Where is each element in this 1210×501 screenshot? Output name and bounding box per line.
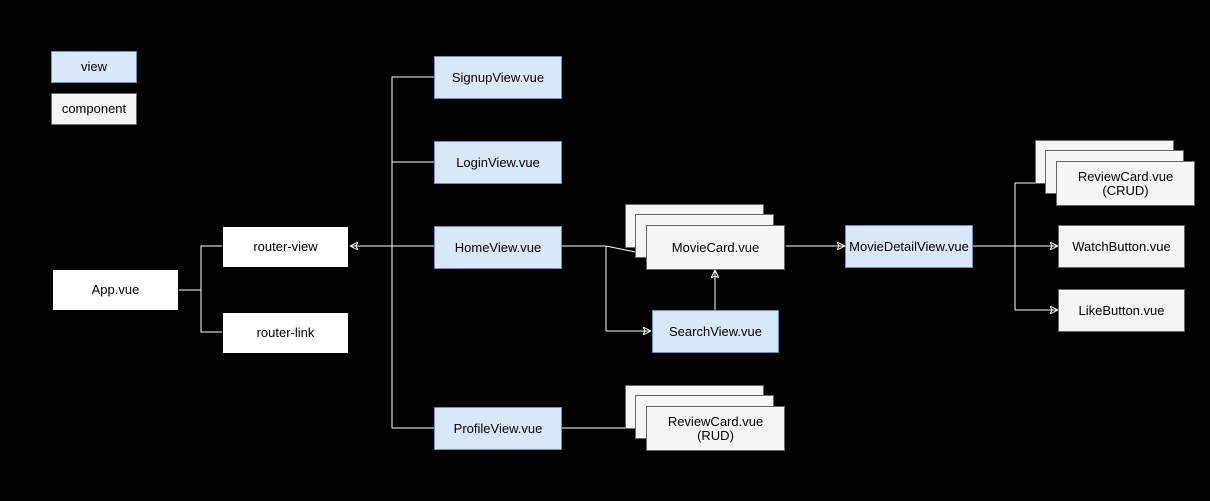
node-login-view: LoginView.vue	[434, 141, 562, 184]
node-search-view: SearchView.vue	[652, 310, 779, 353]
node-router-view-label: router-view	[253, 239, 318, 254]
edge-app-router	[179, 245, 222, 333]
node-movie-detail-view: MovieDetailView.vue	[845, 225, 973, 268]
node-home-view: HomeView.vue	[434, 226, 562, 269]
node-review-card-crud-title: ReviewCard.vue	[1077, 168, 1174, 184]
legend-component: component	[51, 93, 137, 125]
node-review-card-crud: ReviewCard.vue (CRUD)	[1056, 161, 1195, 206]
node-review-card-rud-title: ReviewCard.vue	[667, 413, 764, 429]
edge-views-trunk	[391, 76, 434, 429]
node-router-view: router-view	[222, 226, 349, 268]
node-review-card-rud: ReviewCard.vue (RUD)	[646, 406, 785, 451]
node-home-label: HomeView.vue	[454, 239, 542, 255]
node-movie-detail-label: MovieDetailView.vue	[849, 238, 969, 254]
node-search-label: SearchView.vue	[669, 323, 762, 339]
node-profile-view: ProfileView.vue	[434, 407, 562, 450]
edge-detail-trunk	[973, 182, 1040, 310]
legend-view-label: view	[80, 59, 107, 74]
node-router-link: router-link	[222, 312, 349, 354]
node-review-card-crud-mode: (CRUD)	[1102, 182, 1149, 198]
node-like-button-label: LikeButton.vue	[1078, 302, 1165, 318]
legend-component-label: component	[61, 101, 127, 116]
node-watch-button: WatchButton.vue	[1058, 225, 1185, 268]
node-movie-card: MovieCard.vue	[646, 225, 785, 270]
node-login-label: LoginView.vue	[456, 154, 540, 170]
node-watch-button-label: WatchButton.vue	[1072, 238, 1171, 254]
node-movie-card-label: MovieCard.vue	[671, 239, 760, 255]
node-review-card-rud-mode: (RUD)	[697, 427, 734, 443]
node-app-label: App.vue	[91, 282, 140, 297]
node-router-link-label: router-link	[256, 325, 315, 340]
node-signup-label: SignupView.vue	[451, 69, 545, 85]
node-app: App.vue	[52, 269, 179, 311]
node-like-button: LikeButton.vue	[1058, 289, 1185, 332]
node-signup-view: SignupView.vue	[434, 56, 562, 99]
node-profile-label: ProfileView.vue	[453, 420, 543, 436]
legend-view: view	[51, 51, 137, 83]
